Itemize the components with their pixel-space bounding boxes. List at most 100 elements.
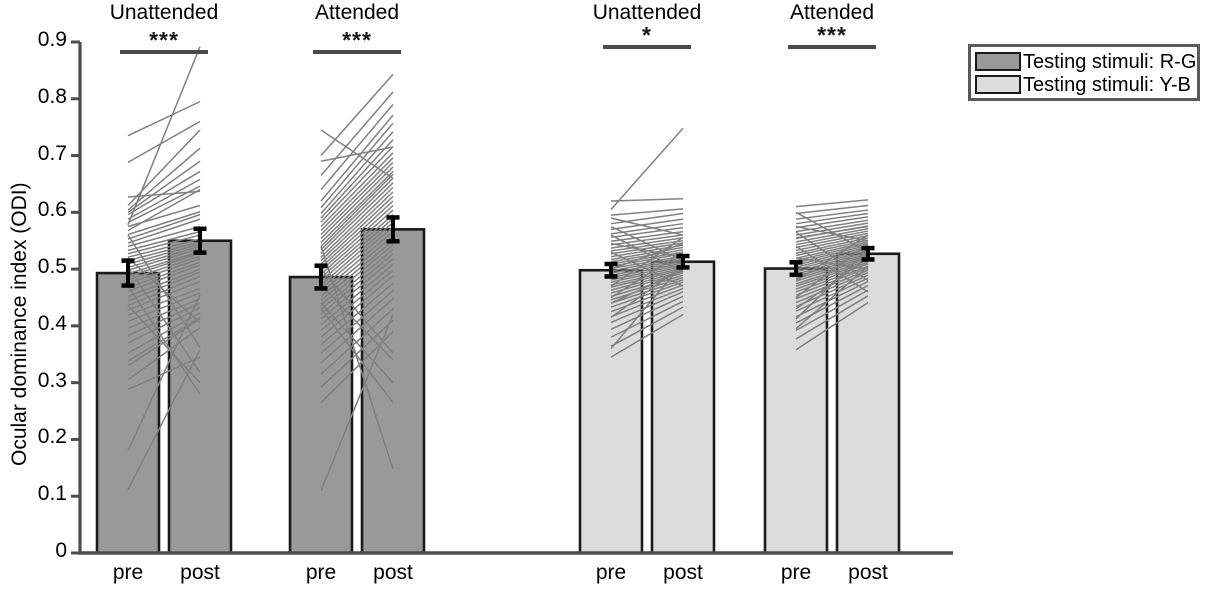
subject-line xyxy=(127,160,201,213)
subject-line xyxy=(320,314,394,491)
error-bar-3-post xyxy=(676,253,690,270)
legend-label-1: Testing stimuli: R-G xyxy=(1023,50,1197,73)
error-bar-4-pre xyxy=(789,260,803,278)
legend-label-2: Testing stimuli: Y-B xyxy=(1023,73,1191,96)
subject-line xyxy=(320,200,394,268)
subject-line xyxy=(610,197,684,202)
subject-line xyxy=(795,216,869,229)
subject-line xyxy=(320,246,394,470)
x-tick-label-2-pre: pre xyxy=(305,561,337,584)
subject-line xyxy=(127,218,201,244)
subject-line xyxy=(320,226,394,289)
subject-line xyxy=(320,240,394,301)
subject-line xyxy=(320,258,394,320)
subject-line xyxy=(127,245,201,269)
subject-line xyxy=(320,191,394,262)
subject-line xyxy=(610,208,684,216)
subject-line xyxy=(320,139,394,219)
y-tick-label: 0.9 xyxy=(37,28,67,51)
subject-line xyxy=(610,234,684,273)
subject-line xyxy=(795,289,869,332)
subject-line xyxy=(610,260,684,277)
subject-line xyxy=(795,259,869,285)
subject-line xyxy=(610,262,684,350)
subject-line xyxy=(127,257,201,324)
subject-line xyxy=(610,239,684,252)
subject-line xyxy=(127,268,201,298)
subject-line xyxy=(320,166,394,239)
subject-line xyxy=(795,249,869,271)
subject-line xyxy=(127,247,201,271)
subject-line xyxy=(795,199,869,208)
subject-line xyxy=(610,295,684,330)
subject-line xyxy=(610,267,684,286)
subject-line xyxy=(795,265,869,293)
subject-line xyxy=(610,251,684,299)
subject-line xyxy=(795,295,869,340)
subject-line xyxy=(127,292,201,323)
subject-line xyxy=(610,258,684,274)
subject-line xyxy=(127,264,201,292)
subject-line xyxy=(610,251,684,287)
y-tick-label: 0.1 xyxy=(37,482,67,506)
subject-line xyxy=(320,177,394,251)
subject-line xyxy=(320,152,394,228)
bar-3-post xyxy=(650,260,716,555)
subject-line xyxy=(795,230,869,246)
subject-line xyxy=(795,222,869,236)
subject-line xyxy=(127,211,201,236)
subject-line xyxy=(127,170,201,216)
subject-line xyxy=(127,129,201,207)
subject-line xyxy=(795,301,869,351)
legend-item-1: Testing stimuli: R-G xyxy=(975,50,1197,73)
subject-line xyxy=(127,250,201,275)
x-tick-label-4-post: post xyxy=(848,561,888,584)
subject-line xyxy=(610,306,684,347)
significance-marker-2: *** xyxy=(342,27,372,53)
subject-line xyxy=(127,234,201,255)
subject-line xyxy=(795,209,869,220)
legend-swatch-1 xyxy=(975,52,1021,71)
subject-line xyxy=(320,319,394,388)
subject-line xyxy=(320,145,394,223)
subject-line xyxy=(127,307,201,344)
subject-line xyxy=(320,302,394,384)
subject-line xyxy=(610,234,684,246)
subject-line xyxy=(795,212,869,225)
x-tick-label-1-pre: pre xyxy=(112,561,144,584)
subject-line xyxy=(610,284,684,313)
subject-line xyxy=(320,170,394,243)
y-tick-label: 0.6 xyxy=(37,198,67,222)
subject-line xyxy=(320,221,394,286)
subject-line xyxy=(320,103,394,191)
subject-line xyxy=(795,225,869,242)
subject-line xyxy=(795,242,869,262)
group-title-1: Unattended xyxy=(109,1,219,24)
subject-line xyxy=(127,258,201,285)
subject-line xyxy=(795,248,869,320)
subject-line xyxy=(610,269,684,304)
subject-line xyxy=(320,275,394,338)
error-bar-1-pre xyxy=(121,258,135,288)
subject-line xyxy=(320,91,394,176)
subject-line xyxy=(320,284,394,361)
subject-line xyxy=(320,308,394,375)
subject-lines-layer xyxy=(127,46,869,491)
subject-line xyxy=(127,100,201,137)
legend-item-2: Testing stimuli: Y-B xyxy=(975,73,1193,96)
subject-line xyxy=(610,281,684,308)
subject-line xyxy=(127,255,201,281)
subject-line xyxy=(127,243,201,265)
y-tick-label: 0.8 xyxy=(37,84,67,108)
subject-line xyxy=(610,226,684,239)
bar-1-post xyxy=(167,239,233,555)
subject-line xyxy=(127,230,201,252)
subject-line xyxy=(127,46,201,226)
subject-line xyxy=(127,241,201,262)
error-bar-2-pre xyxy=(314,263,328,291)
error-bar-3-pre xyxy=(604,261,618,279)
subject-line xyxy=(795,274,869,308)
subject-line xyxy=(795,251,869,273)
